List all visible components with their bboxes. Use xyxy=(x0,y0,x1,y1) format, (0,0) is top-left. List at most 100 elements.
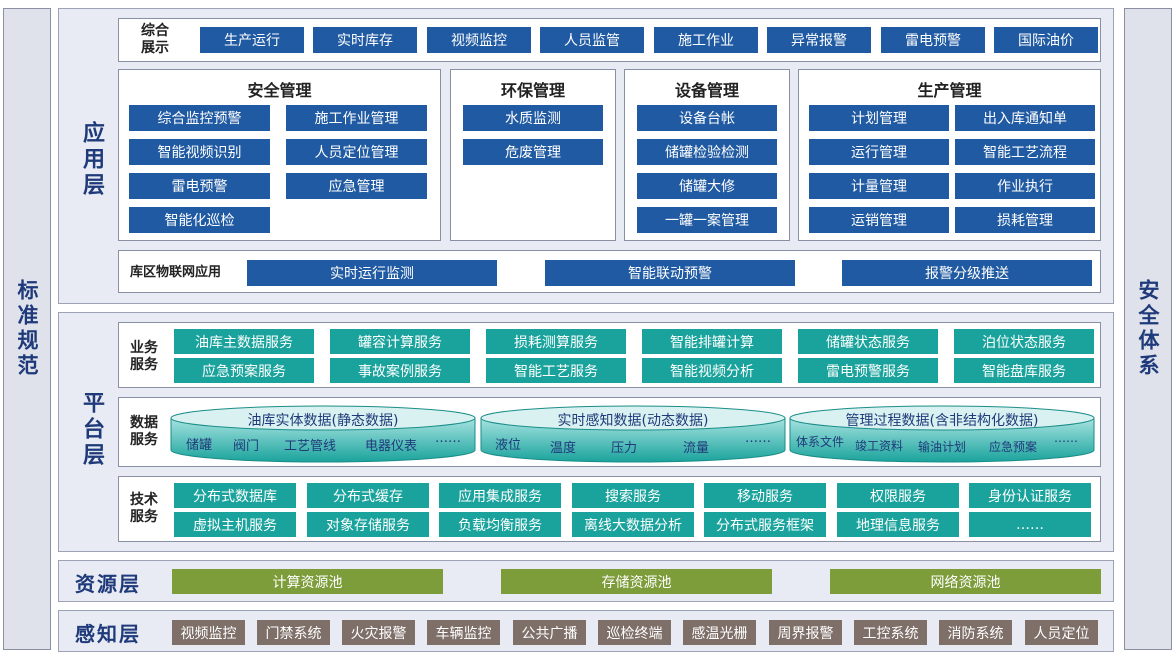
platform-layer-title: 平台层 xyxy=(79,391,104,469)
tech-service-button[interactable]: 分布式服务框架 xyxy=(704,512,826,537)
platform-layer: 平台层 业务服务 油库主数据服务 罐容计算服务 损耗测算服务 智能排罐计算 储罐… xyxy=(58,312,1114,552)
perception-layer: 感知层 视频监控 门禁系统 火灾报警 车辆监控 公共广播 巡检终端 感温光栅 周… xyxy=(58,610,1114,652)
iot-button[interactable]: 智能联动预警 xyxy=(545,260,795,286)
cylinder-process-data xyxy=(789,405,1095,463)
production-button[interactable]: 运行管理 xyxy=(809,139,949,165)
env-title: 环保管理 xyxy=(500,81,565,100)
safety-button[interactable]: 应急管理 xyxy=(286,173,427,199)
tech-service-button[interactable]: 虚拟主机服务 xyxy=(174,512,296,537)
tech-service-button[interactable]: 地理信息服务 xyxy=(837,512,959,537)
tech-service-button[interactable]: 对象存储服务 xyxy=(307,512,429,537)
tech-service-button[interactable]: 权限服务 xyxy=(837,483,959,508)
business-service-button[interactable]: 储罐状态服务 xyxy=(798,329,938,354)
safety-button[interactable]: 施工作业管理 xyxy=(286,105,427,131)
tech-service-button[interactable]: 搜索服务 xyxy=(572,483,694,508)
business-service-button[interactable]: 油库主数据服务 xyxy=(174,329,314,354)
data-item: 阀门 xyxy=(233,439,260,454)
standards-label: 标准规范 xyxy=(15,279,39,379)
perception-device-button[interactable]: 感温光栅 xyxy=(683,620,756,645)
equipment-button[interactable]: 储罐大修 xyxy=(637,173,777,199)
data-item: …… xyxy=(1054,431,1078,445)
business-service-button[interactable]: 事故案例服务 xyxy=(330,358,470,383)
data-cylinders-graphic xyxy=(170,405,1095,463)
business-service-button[interactable]: 智能视频分析 xyxy=(642,358,782,383)
overview-label: 综合展示 xyxy=(141,23,169,56)
cylinder-realtime-data xyxy=(480,405,786,463)
perception-device-button[interactable]: 工控系统 xyxy=(854,620,927,645)
perception-device-button[interactable]: 视频监控 xyxy=(172,620,245,645)
env-button[interactable]: 水质监测 xyxy=(463,105,603,131)
data-item: 温度 xyxy=(550,441,577,456)
tech-service-button[interactable]: 移动服务 xyxy=(704,483,826,508)
data-item: 体系文件 xyxy=(796,435,845,449)
tech-service-button[interactable]: 分布式缓存 xyxy=(307,483,429,508)
equipment-button[interactable]: 储罐检验检测 xyxy=(637,139,777,165)
business-service-button[interactable]: 雷电预警服务 xyxy=(798,358,938,383)
perception-device-button[interactable]: 车辆监控 xyxy=(427,620,500,645)
production-panel: 生产管理 计划管理 出入库通知单 运行管理 智能工艺流程 计量管理 作业执行 运… xyxy=(798,69,1101,241)
overview-button[interactable]: 生产运行 xyxy=(200,27,304,53)
data-item: 工艺管线 xyxy=(284,439,337,454)
safety-button[interactable]: 综合监控预警 xyxy=(129,105,270,131)
iot-button[interactable]: 实时运行监测 xyxy=(247,260,497,286)
tech-service-button[interactable]: 负载均衡服务 xyxy=(439,512,561,537)
resource-pool-button[interactable]: 存储资源池 xyxy=(501,569,772,594)
security-sidebar: 安全体系 xyxy=(1124,8,1172,650)
perception-device-button[interactable]: 消防系统 xyxy=(939,620,1012,645)
business-service-button[interactable]: 损耗测算服务 xyxy=(486,329,626,354)
production-button[interactable]: 出入库通知单 xyxy=(955,105,1095,131)
perception-device-button[interactable]: 人员定位 xyxy=(1025,620,1098,645)
tech-service-button[interactable]: …… xyxy=(969,512,1091,537)
overview-button[interactable]: 异常报警 xyxy=(767,27,871,53)
overview-button[interactable]: 实时库存 xyxy=(313,27,417,53)
business-service-button[interactable]: 泊位状态服务 xyxy=(954,329,1094,354)
perception-device-button[interactable]: 公共广播 xyxy=(513,620,586,645)
tech-service-button[interactable]: 离线大数据分析 xyxy=(572,512,694,537)
tech-services-panel: 技术服务 分布式数据库 分布式缓存 应用集成服务 搜索服务 移动服务 权限服务 … xyxy=(118,476,1101,542)
perception-device-button[interactable]: 火灾报警 xyxy=(342,620,415,645)
data-item: 竣工资料 xyxy=(855,439,904,453)
business-service-button[interactable]: 智能盘库服务 xyxy=(954,358,1094,383)
resource-pool-button[interactable]: 网络资源池 xyxy=(830,569,1101,594)
safety-button[interactable]: 雷电预警 xyxy=(129,173,270,199)
overview-button[interactable]: 国际油价 xyxy=(994,27,1098,53)
data-item: 输油计划 xyxy=(918,440,967,454)
cylinder-title: 油库实体数据(静态数据) xyxy=(247,413,399,429)
equipment-button[interactable]: 一罐一案管理 xyxy=(637,207,777,233)
resource-pool-button[interactable]: 计算资源池 xyxy=(172,569,443,594)
perception-device-button[interactable]: 巡检终端 xyxy=(598,620,671,645)
safety-button[interactable]: 智能视频识别 xyxy=(129,139,270,165)
overview-button[interactable]: 视频监控 xyxy=(427,27,531,53)
equipment-button[interactable]: 设备台帐 xyxy=(637,105,777,131)
data-services-label: 数据服务 xyxy=(130,415,158,448)
production-button[interactable]: 计划管理 xyxy=(809,105,949,131)
safety-button[interactable]: 人员定位管理 xyxy=(286,139,427,165)
tech-service-button[interactable]: 分布式数据库 xyxy=(174,483,296,508)
overview-button[interactable]: 施工作业 xyxy=(654,27,758,53)
overview-button[interactable]: 雷电预警 xyxy=(881,27,985,53)
perception-device-button[interactable]: 周界报警 xyxy=(769,620,842,645)
perception-layer-title: 感知层 xyxy=(75,622,141,646)
production-button[interactable]: 计量管理 xyxy=(809,173,949,199)
business-service-button[interactable]: 罐容计算服务 xyxy=(330,329,470,354)
business-services-label: 业务服务 xyxy=(130,340,158,373)
tech-service-button[interactable]: 应用集成服务 xyxy=(439,483,561,508)
business-service-button[interactable]: 智能工艺服务 xyxy=(486,358,626,383)
overview-button[interactable]: 人员监管 xyxy=(540,27,644,53)
iot-button[interactable]: 报警分级推送 xyxy=(842,260,1092,286)
business-service-button[interactable]: 智能排罐计算 xyxy=(642,329,782,354)
production-button[interactable]: 智能工艺流程 xyxy=(955,139,1095,165)
data-item: 液位 xyxy=(495,438,522,453)
tech-service-button[interactable]: 身份认证服务 xyxy=(969,483,1091,508)
perception-device-button[interactable]: 门禁系统 xyxy=(257,620,330,645)
env-panel: 环保管理 水质监测 危废管理 xyxy=(450,69,616,241)
env-button[interactable]: 危废管理 xyxy=(463,139,603,165)
production-button[interactable]: 运销管理 xyxy=(809,207,949,233)
resource-layer-title: 资源层 xyxy=(75,572,141,596)
production-button[interactable]: 损耗管理 xyxy=(955,207,1095,233)
business-service-button[interactable]: 应急预案服务 xyxy=(174,358,314,383)
resource-layer: 资源层 计算资源池 存储资源池 网络资源池 xyxy=(58,560,1114,602)
security-label: 安全体系 xyxy=(1136,279,1160,379)
safety-button[interactable]: 智能化巡检 xyxy=(129,207,270,233)
production-button[interactable]: 作业执行 xyxy=(955,173,1095,199)
